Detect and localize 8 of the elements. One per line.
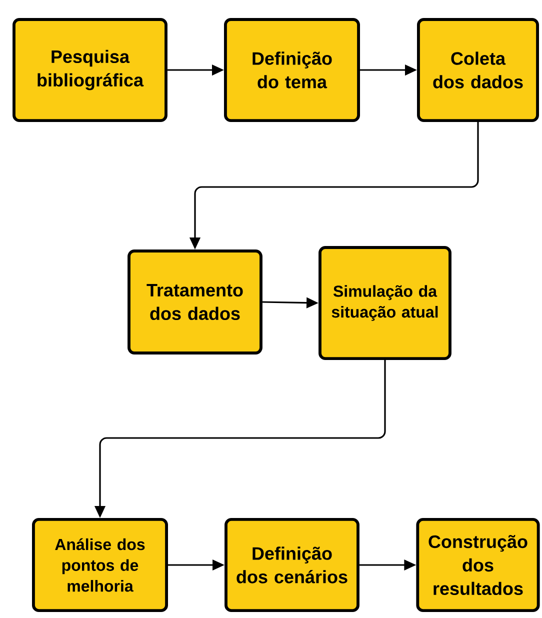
process-box: Análise dos pontos de melhoria bbox=[32, 518, 168, 612]
process-box: Coleta dos dados bbox=[417, 18, 539, 122]
process-box: Construção dos resultados bbox=[416, 518, 540, 612]
process-box: Definição dos cenários bbox=[224, 518, 360, 612]
process-box: Definição do tema bbox=[224, 18, 360, 122]
process-box: Pesquisa bibliográfica bbox=[12, 18, 168, 122]
process-box: Simulação da situação atual bbox=[318, 246, 452, 360]
process-box: Tratamento dos dados bbox=[128, 250, 262, 354]
